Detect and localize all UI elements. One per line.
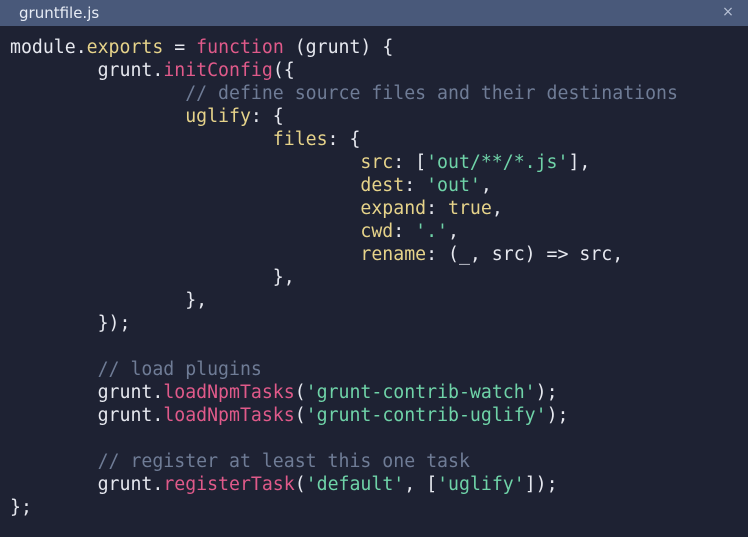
code-token: module [10, 37, 76, 58]
code-token: 'default' [305, 474, 405, 495]
code-line: }); [10, 312, 131, 335]
code-token: 'out' [426, 175, 481, 196]
code-token: expand [10, 198, 427, 219]
code-token: rename [10, 244, 427, 265]
code-token: ], [568, 152, 591, 173]
code-token: . [152, 382, 164, 403]
code-token: ( [294, 405, 306, 426]
code-line: src: ['out/**/*.js'], [10, 151, 590, 174]
code-token: }, [10, 290, 208, 311]
code-line: uglify: { [10, 105, 284, 128]
code-token: , [448, 221, 459, 242]
code-line: expand: true, [10, 197, 503, 220]
code-token: 'out/**/*.js' [426, 152, 569, 173]
code-token: }, [10, 267, 295, 288]
code-token: // load plugins [10, 359, 262, 380]
code-line: }; [10, 496, 32, 519]
code-line: grunt.loadNpmTasks('grunt-contrib-uglify… [10, 404, 569, 427]
code-token: ); [535, 382, 558, 403]
code-token: 'grunt-contrib-watch' [305, 382, 536, 403]
code-token: : [426, 198, 448, 219]
code-token: uglify [10, 106, 251, 127]
code-token: initConfig [163, 60, 273, 81]
code-line: module.exports = function (grunt) { [10, 36, 393, 59]
code-token: : [ [393, 152, 427, 173]
code-token: // define source files and their destina… [10, 83, 678, 104]
code-token: : (_, src) => src, [426, 244, 624, 265]
code-token: ({ [272, 60, 295, 81]
code-token: : [393, 221, 416, 242]
code-token: , [ [404, 474, 438, 495]
code-token: ( [294, 382, 306, 403]
code-token: loadNpmTasks [163, 405, 295, 426]
code-token: 'grunt-contrib-uglify' [305, 405, 547, 426]
tab-title[interactable]: gruntfile.js [19, 4, 100, 22]
code-token: '.' [415, 221, 449, 242]
code-line: dest: 'out', [10, 174, 492, 197]
code-token: , [491, 198, 503, 219]
code-token: loadNpmTasks [163, 382, 295, 403]
code-token: }; [10, 497, 32, 518]
code-token: src [10, 152, 394, 173]
code-line: grunt.initConfig({ [10, 59, 295, 82]
code-token: registerTask [163, 474, 295, 495]
code-line: // define source files and their destina… [10, 82, 678, 105]
code-token: // register at least this one task [10, 451, 470, 472]
code-line: // register at least this one task [10, 450, 470, 473]
tab-bar: gruntfile.js × [0, 0, 748, 26]
code-line: cwd: '.', [10, 220, 459, 243]
close-icon[interactable]: × [722, 4, 734, 20]
code-token: dest [10, 175, 405, 196]
code-token: : { [250, 106, 284, 127]
code-token: function [196, 37, 284, 58]
code-token: exports [86, 37, 164, 58]
code-token: }); [10, 313, 131, 334]
code-token: . [75, 37, 87, 58]
code-token: 'uglify' [437, 474, 525, 495]
code-token: grunt [10, 382, 153, 403]
code-token: = [163, 37, 197, 58]
code-token: grunt [10, 405, 153, 426]
code-line: files: { [10, 128, 361, 151]
code-token: cwd [10, 221, 394, 242]
code-token: . [152, 405, 164, 426]
code-token: ( [294, 474, 306, 495]
code-line: rename: (_, src) => src, [10, 243, 623, 266]
code-token: ); [546, 405, 569, 426]
code-token: grunt [10, 474, 153, 495]
code-token: . [152, 474, 164, 495]
code-line: }, [10, 266, 295, 289]
code-token: files [10, 129, 328, 150]
code-token: true [448, 198, 492, 219]
code-token: . [152, 60, 164, 81]
code-token: : [404, 175, 427, 196]
code-token: grunt [10, 60, 153, 81]
code-editor[interactable]: module.exports = function (grunt) { grun… [0, 35, 748, 535]
code-token: , [480, 175, 492, 196]
code-line: grunt.loadNpmTasks('grunt-contrib-watch'… [10, 381, 558, 404]
code-token: : { [327, 129, 361, 150]
code-token: ]); [524, 474, 558, 495]
code-token: (grunt) { [283, 37, 394, 58]
code-line: grunt.registerTask('default', ['uglify']… [10, 473, 558, 496]
code-line: }, [10, 289, 207, 312]
code-line: // load plugins [10, 358, 262, 381]
